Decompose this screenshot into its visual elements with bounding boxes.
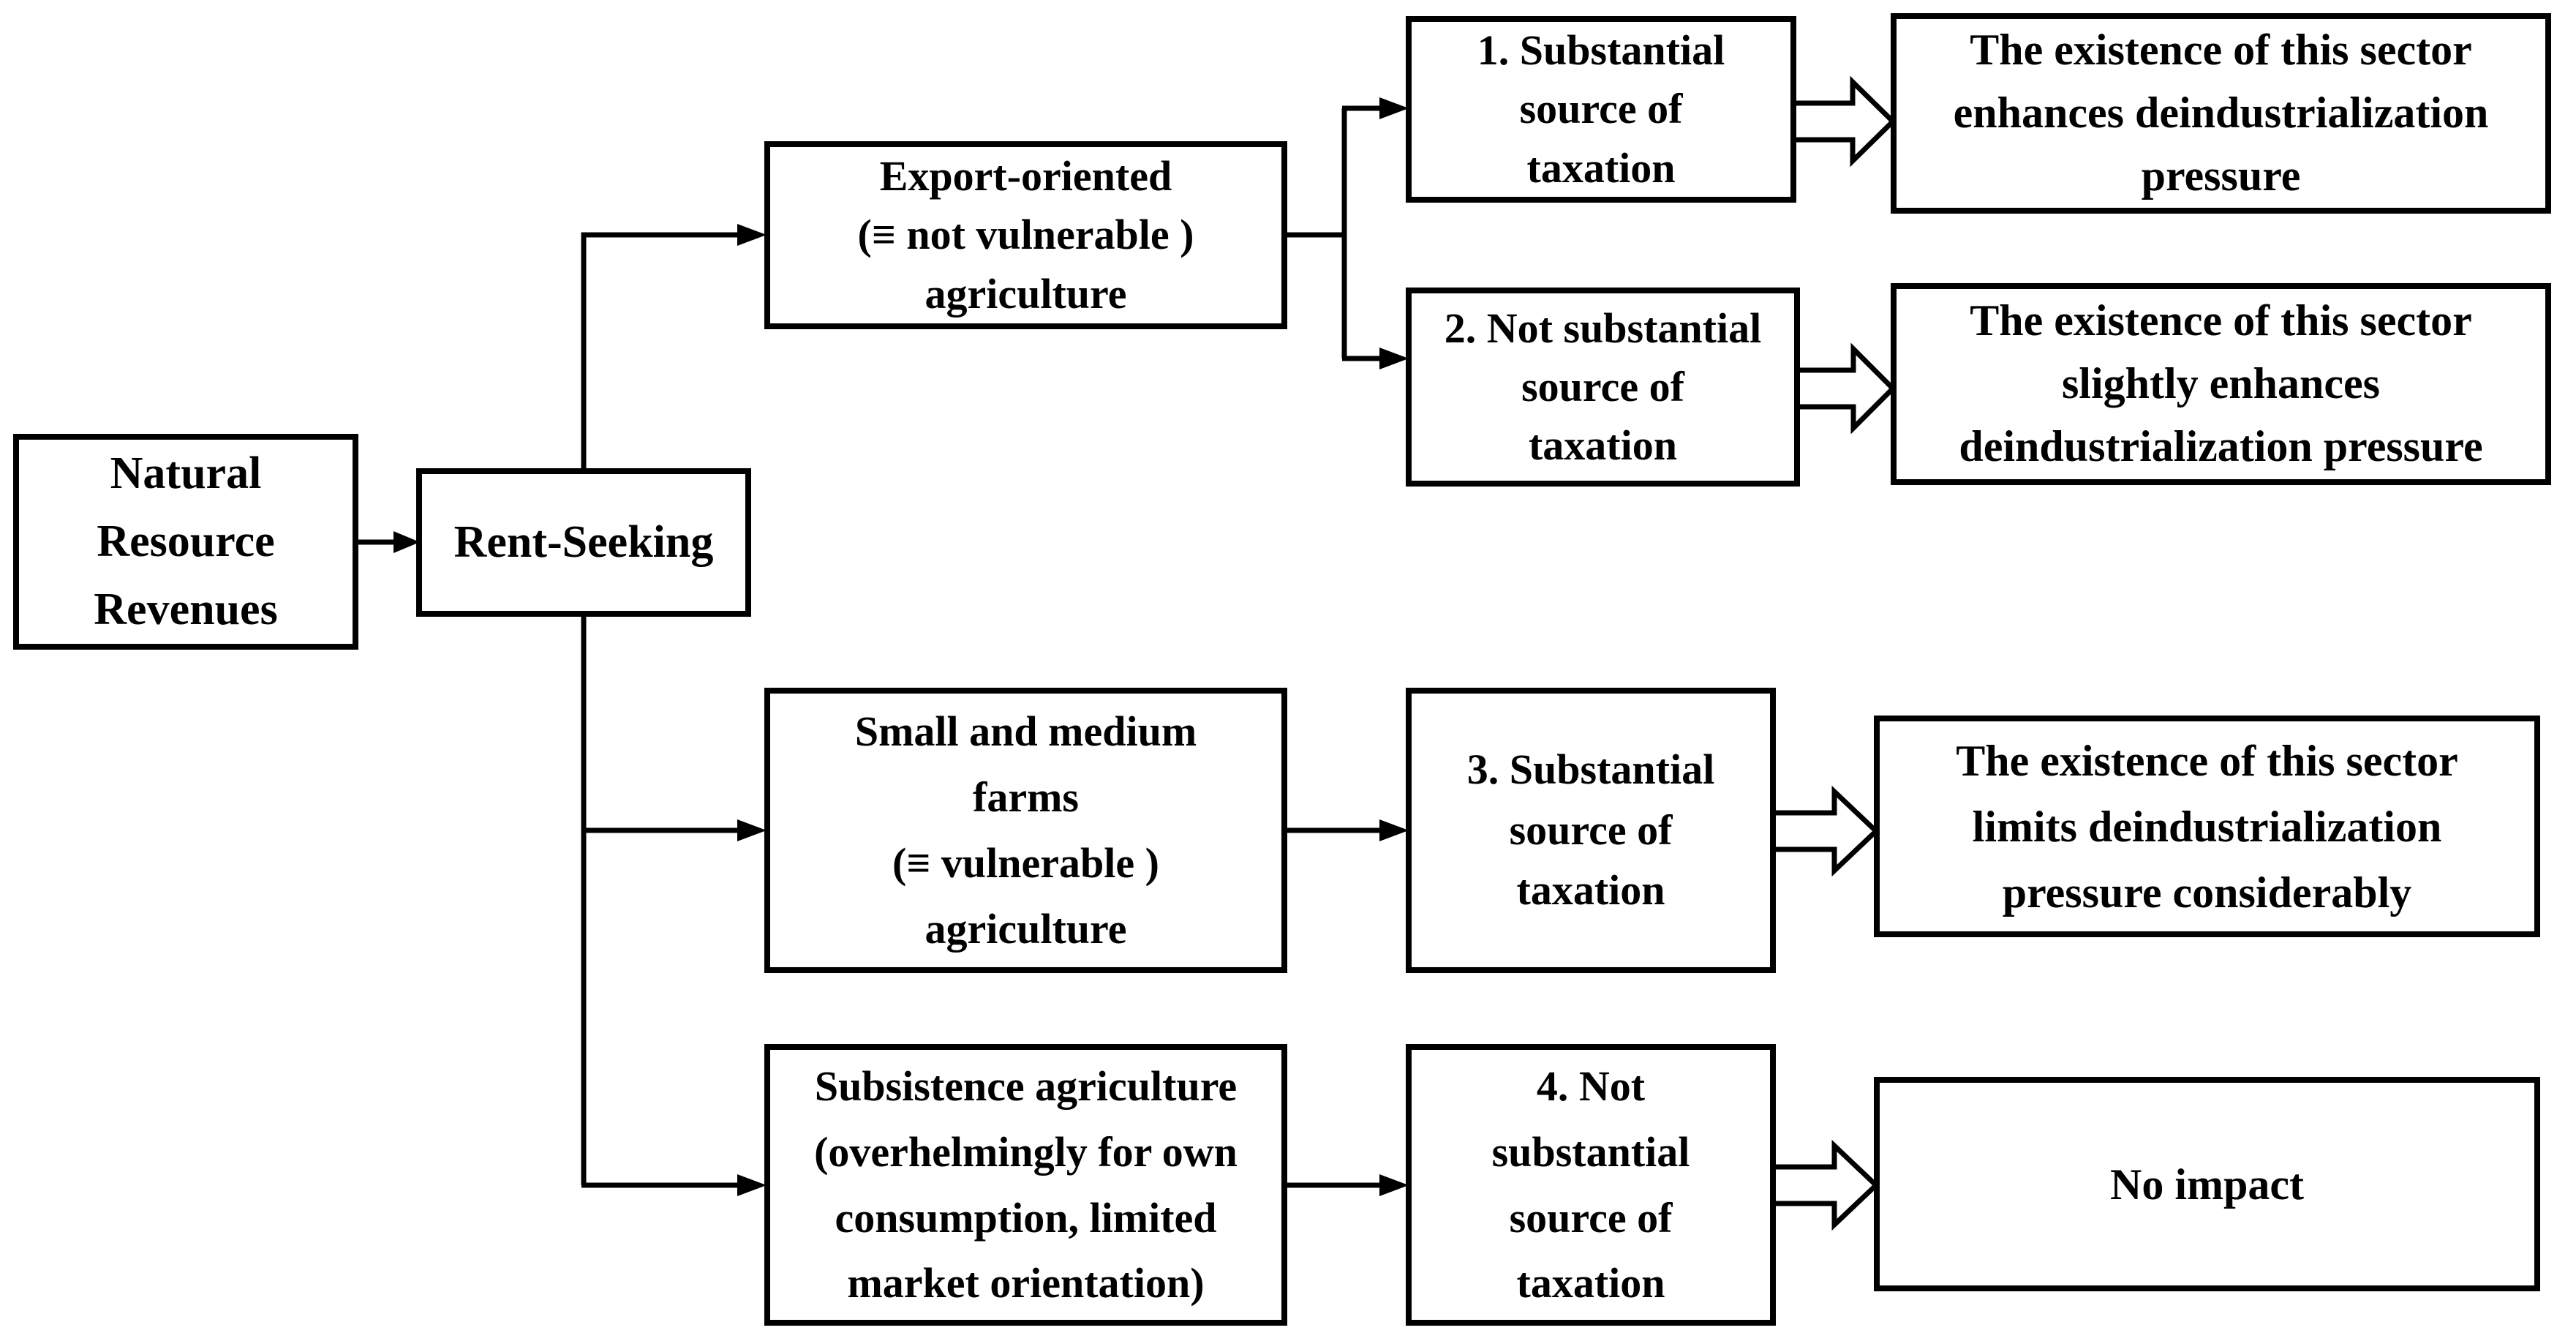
node-taxation-1-substantial: 1. Substantial source of taxation xyxy=(1406,16,1796,203)
block-arrow-taxation-2-to-outcome-2 xyxy=(1794,342,1897,435)
node-subsistence-agriculture: Subsistence agriculture (overhelmingly f… xyxy=(764,1044,1287,1326)
arrow-export-oriented-to-taxation-2 xyxy=(1342,348,1409,369)
arrow-rent-seeking-to-export-oriented xyxy=(581,224,767,468)
node-taxation-2-not-substantial: 2. Not substantial source of taxation xyxy=(1406,288,1800,487)
node-outcome-4-no-impact: No impact xyxy=(1874,1077,2540,1291)
arrow-rent-seeking-to-small-medium-farms xyxy=(581,819,767,841)
node-small-medium-farms-agriculture: Small and medium farms (≡ vulnerable ) a… xyxy=(764,688,1287,973)
node-taxation-3-substantial: 3. Substantial source of taxation xyxy=(1406,688,1776,973)
arrow-export-oriented-to-taxation-1 xyxy=(1342,97,1409,119)
node-natural-resource-revenues: Natural Resource Revenues xyxy=(13,434,358,650)
arrow-subsistence-to-taxation-4 xyxy=(1287,1174,1409,1196)
block-arrow-taxation-4-to-outcome-4 xyxy=(1770,1139,1880,1231)
node-taxation-4-not-substantial: 4. Not substantial source of taxation xyxy=(1406,1044,1776,1326)
arrow-rent-seeking-to-subsistence xyxy=(581,1174,767,1196)
block-arrow-taxation-3-to-outcome-3 xyxy=(1770,785,1880,877)
node-export-oriented-agriculture: Export-oriented (≡ not vulnerable ) agri… xyxy=(764,141,1287,329)
arrow-small-medium-farms-to-taxation-3 xyxy=(1287,819,1409,841)
node-outcome-3-limits-pressure: The existence of this sector limits dein… xyxy=(1874,716,2540,937)
node-outcome-1-enhances-pressure: The existence of this sector enhances de… xyxy=(1891,13,2551,214)
node-rent-seeking: Rent-Seeking xyxy=(416,468,751,617)
arrow-natural-resource-to-rent-seeking xyxy=(358,531,420,553)
node-outcome-2-slightly-enhances-pressure: The existence of this sector slightly en… xyxy=(1891,283,2551,485)
export-oriented-branch-trunk xyxy=(1287,108,1347,358)
block-arrow-taxation-1-to-outcome-1 xyxy=(1790,75,1897,168)
